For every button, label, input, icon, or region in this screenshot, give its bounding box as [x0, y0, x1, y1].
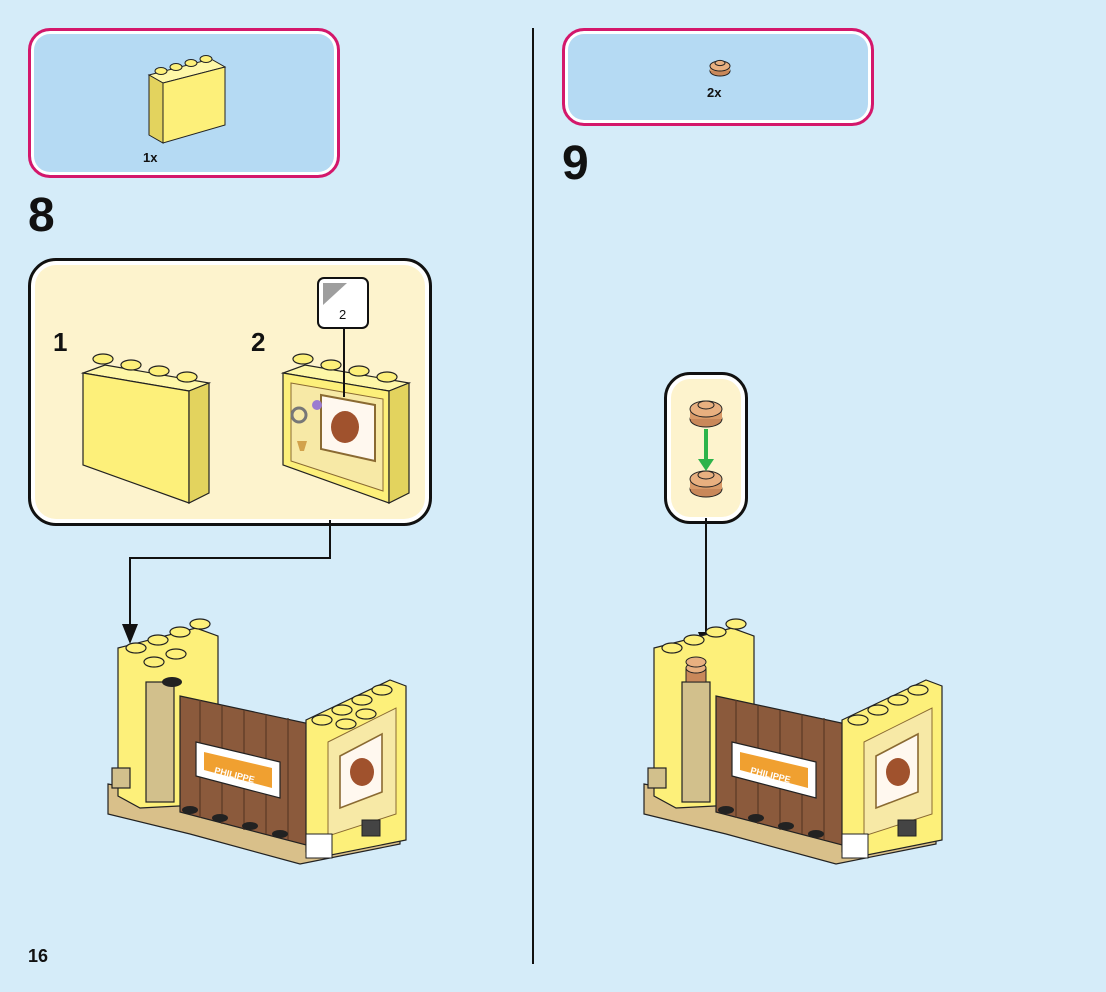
decorated-wall-panel: [280, 353, 412, 504]
step-number: 8: [28, 189, 55, 242]
parts-callout-step9: 2x: [562, 28, 874, 126]
sub-step-number: 2: [251, 327, 266, 357]
parts-callout-step8: 1x: [28, 28, 340, 178]
yellow-wall-panel: [80, 353, 212, 504]
yellow-panel-part-icon: [147, 55, 227, 144]
step-number: 9: [562, 137, 589, 190]
sub-step-number: 1: [53, 327, 68, 357]
page-number: 16: [28, 946, 49, 966]
stable-model: [643, 618, 943, 865]
stack-plates-diagram: [689, 400, 723, 498]
column-divider: [532, 28, 534, 964]
part-qty: 1x: [143, 150, 158, 165]
sticker-ref-number: 2: [339, 307, 347, 322]
part-qty: 2x: [707, 85, 722, 100]
sticker-sheet-icon: [317, 277, 369, 397]
stable-model: [107, 618, 407, 865]
round-plate-part-icon: [709, 59, 731, 77]
sub-assembly-box: 1 2 2: [28, 258, 432, 526]
assembly-arrow: [122, 520, 331, 644]
sub-assembly-box: [664, 372, 748, 524]
